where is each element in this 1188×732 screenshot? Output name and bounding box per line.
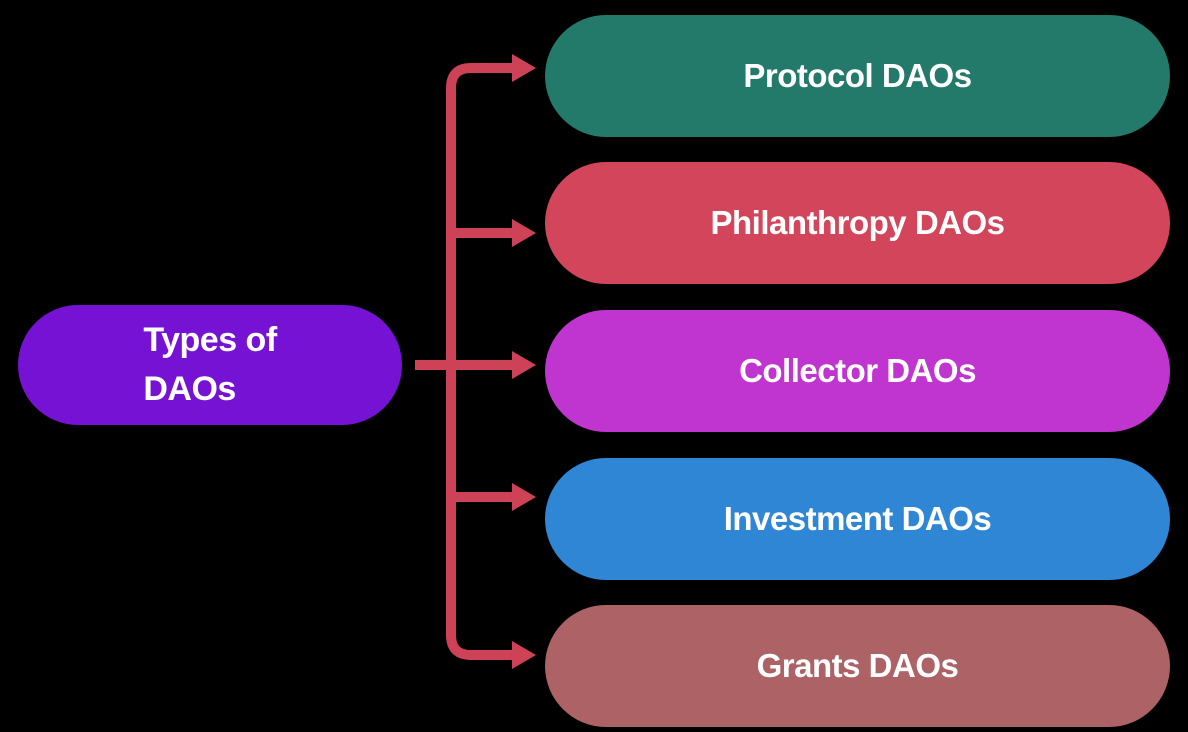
trunk-line — [446, 63, 515, 660]
branch-node-investment-daos: Investment DAOs — [545, 458, 1170, 580]
branch-node-label: Collector DAOs — [739, 352, 976, 389]
branch-node-collector-daos: Collector DAOs — [545, 310, 1170, 432]
arrowhead-icon — [512, 483, 536, 511]
branch-node-label: Grants DAOs — [756, 647, 959, 684]
arrowhead-icon — [512, 219, 536, 247]
arrowhead-icon — [512, 641, 536, 669]
arrowhead-icon — [512, 54, 536, 82]
root-node-types-of-daos: Types of DAOs — [18, 305, 402, 425]
branch-node-label: Investment DAOs — [723, 500, 992, 537]
branch-node-label: Philanthropy DAOs — [710, 204, 1005, 241]
branch-node-protocol-daos: Protocol DAOs — [545, 15, 1170, 137]
root-node-label: Types of DAOs — [143, 320, 277, 408]
branch-node-philanthropy-daos: Philanthropy DAOs — [545, 162, 1170, 284]
branch-node-label: Protocol DAOs — [743, 57, 972, 94]
branch-node-grants-daos: Grants DAOs — [545, 605, 1170, 727]
arrowhead-icon — [512, 351, 536, 379]
